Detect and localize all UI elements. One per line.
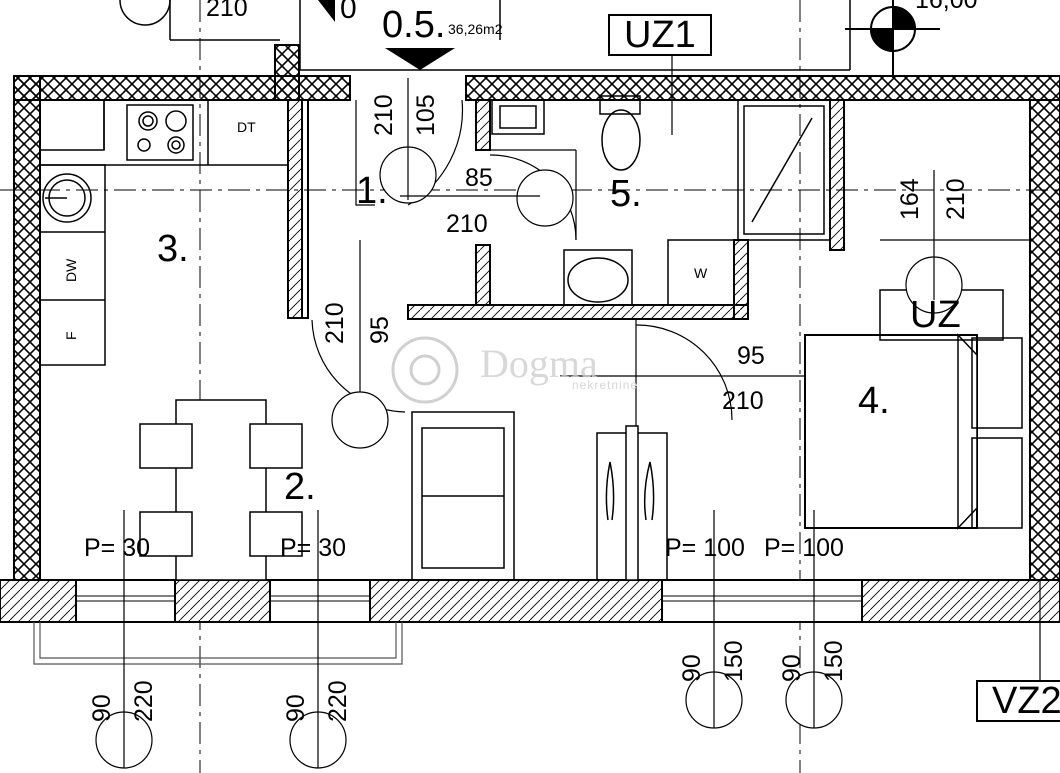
dim-right-a: 164: [896, 178, 924, 220]
zero-mark: 0: [340, 0, 357, 25]
dim-bath-w: 85: [465, 164, 493, 192]
top-dim: 210: [206, 0, 248, 22]
dim-hall-c: 95: [737, 342, 765, 370]
bed: [804, 334, 978, 529]
dim-hall-b: 95: [366, 316, 394, 344]
shower-tray: [737, 99, 831, 241]
facade-pier-2: [174, 579, 271, 623]
dim-bath-h: 210: [446, 210, 488, 238]
area-label: 36,26m2: [448, 21, 503, 37]
room-4-label: 4.: [858, 380, 890, 422]
section-uz1: UZ1: [608, 14, 712, 56]
dim-door1-b: 105: [412, 94, 440, 136]
watermark-sub: nekretnine: [572, 378, 639, 392]
facade-pier-1: [0, 579, 77, 623]
window-3-a: 90: [678, 654, 706, 682]
window-3-b: 150: [720, 640, 748, 682]
washbasin: [563, 249, 633, 306]
washer-label: W: [694, 265, 708, 281]
wall-left: [13, 75, 41, 581]
room-1-label: 1.: [356, 170, 388, 212]
window-1-a: 90: [88, 694, 116, 722]
sofa: [411, 411, 515, 581]
window-3-sill: P= 100: [665, 534, 745, 562]
dishwasher-label: DT: [237, 119, 256, 135]
dim-right-b: 210: [942, 178, 970, 220]
section-vz: VZ2: [976, 680, 1060, 722]
window-4-a: 90: [778, 654, 806, 682]
dim-door1-a: 210: [370, 94, 398, 136]
level-marker: [845, 0, 940, 78]
watermark-name: Dogma: [480, 341, 598, 386]
room-5-label: 5.: [610, 173, 642, 215]
watermark-logo: [391, 336, 459, 404]
toilet-tank: [599, 95, 641, 115]
wall-stub-top: [274, 44, 300, 101]
level-label: 0.5.: [382, 4, 446, 46]
window-4-b: 150: [820, 640, 848, 682]
window-1-sill: P= 30: [84, 534, 151, 562]
toilet-bowl: [601, 109, 641, 171]
dw-label: DW: [63, 258, 79, 282]
facade-pier-3: [369, 579, 663, 623]
room-3-label: 3.: [157, 228, 189, 270]
section-uz: UZ: [910, 294, 961, 336]
wall-right: [1029, 99, 1060, 581]
top-right-dim: 16,00: [915, 0, 978, 14]
window-1-b: 220: [130, 680, 158, 722]
room-2-label: 2.: [284, 466, 316, 508]
window-4-sill: P= 100: [764, 534, 844, 562]
dim-hall-d: 210: [722, 387, 764, 415]
window-2-sill: P= 30: [280, 534, 347, 562]
facade-pier-4: [861, 579, 1060, 623]
wall-top-right: [465, 75, 1060, 101]
fridge-label: F: [63, 331, 79, 340]
window-2-a: 90: [282, 694, 310, 722]
dim-hall-a: 210: [321, 302, 349, 344]
window-2-b: 220: [324, 680, 352, 722]
